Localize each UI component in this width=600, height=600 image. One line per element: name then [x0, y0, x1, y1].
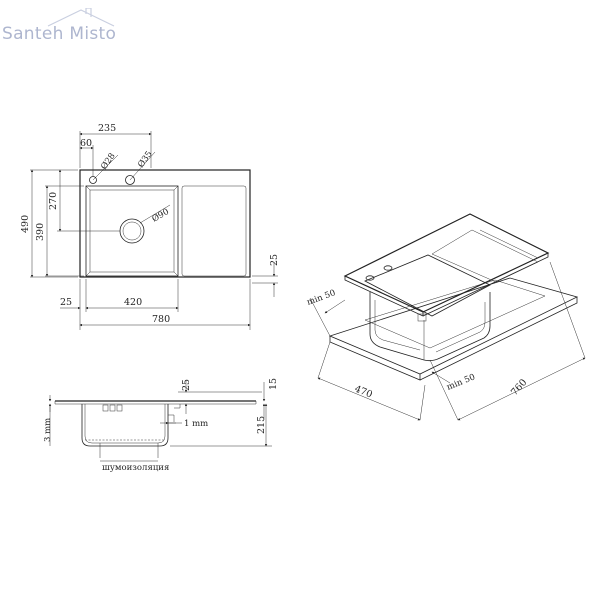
dim-420: 420: [124, 297, 142, 308]
dim-d28: Ø28: [98, 151, 117, 172]
drain-inner: [122, 221, 142, 241]
tap-hole-small: [89, 176, 97, 184]
dim-25-left: 25: [60, 297, 72, 308]
drainboard: [181, 185, 247, 277]
dim-270: 270: [48, 192, 59, 210]
dim-25-right: 25: [269, 254, 280, 266]
iso-dim-470: 470: [353, 384, 374, 401]
sink-plate: [343, 213, 550, 313]
dim-235: 235: [98, 123, 116, 134]
tap-hole-large: [125, 175, 135, 185]
dim-d35: Ø35: [135, 149, 154, 170]
bowl-section: [81, 404, 169, 447]
dim-60: 60: [80, 138, 92, 149]
iso-dim-min50-top: min 50: [306, 288, 337, 308]
dim-780: 780: [152, 314, 170, 325]
side-dim-1mm: 1 mm: [184, 419, 208, 429]
logo: Santeh Misto: [2, 8, 132, 58]
iso-dim-min50-right: min 50: [445, 372, 476, 392]
side-dim-3mm: 3 mm: [43, 418, 53, 442]
side-dim-25: 25: [181, 379, 192, 391]
logo-text: Santeh Misto: [2, 24, 117, 44]
bowl-body: [369, 292, 491, 362]
side-dim-215: 215: [256, 416, 267, 434]
side-view: 25 15 3 mm 1 mm 215 шумоизоляция: [43, 378, 279, 473]
isometric-view: min 50 470 min 50 760: [306, 213, 586, 421]
dim-d90: Ø90: [150, 206, 171, 224]
countertop-top: [328, 277, 579, 375]
sink-outline: [79, 169, 251, 278]
side-dim-15: 15: [268, 378, 279, 390]
iso-dim-760: 760: [509, 377, 529, 398]
insulation-label: шумоизоляция: [102, 463, 169, 473]
dim-390: 390: [35, 223, 46, 241]
house-roof-icon: [47, 8, 115, 27]
top-view: 235 60 Ø28 Ø35 490 390 270 Ø90 25: [20, 123, 280, 330]
dim-490: 490: [20, 215, 31, 233]
